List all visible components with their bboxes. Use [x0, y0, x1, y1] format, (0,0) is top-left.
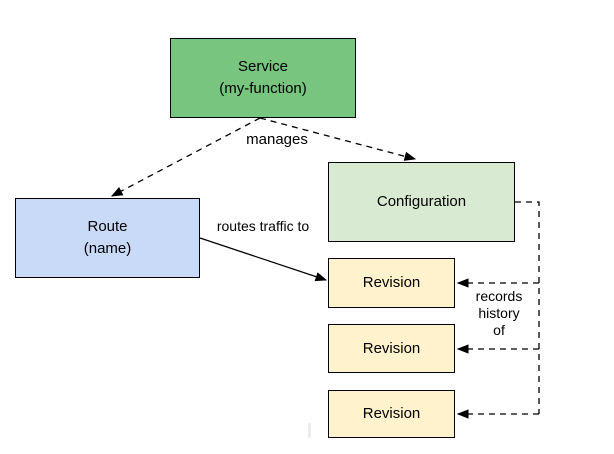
node-service[interactable]: Service (my-function): [170, 38, 356, 118]
edge-label-routes-traffic-to: routes traffic to: [216, 218, 310, 234]
edge-routes-traffic-to-revision: [199, 237, 328, 282]
node-revision-3[interactable]: Revision: [328, 390, 455, 438]
node-service-subname: (my-function): [219, 80, 307, 97]
node-revision-2[interactable]: Revision: [328, 324, 455, 373]
edge-label-records-history-of: records history of: [475, 288, 523, 338]
stray-cursor-artifact: [308, 423, 311, 438]
node-route-name: Route: [87, 218, 128, 235]
edge-label-manages: manages: [246, 131, 308, 148]
node-revision-1-name: Revision: [362, 274, 421, 291]
node-route-subname: (name): [83, 240, 132, 257]
node-service-name: Service: [237, 58, 289, 75]
edge-manages-to-route: [110, 117, 261, 197]
node-revision-2-name: Revision: [362, 339, 421, 357]
node-route[interactable]: Route (name): [15, 198, 200, 278]
node-configuration-name: Configuration: [376, 193, 467, 210]
node-configuration[interactable]: Configuration: [328, 162, 515, 242]
node-revision-3-name: Revision: [362, 405, 421, 422]
node-revision-1[interactable]: Revision: [328, 258, 455, 308]
